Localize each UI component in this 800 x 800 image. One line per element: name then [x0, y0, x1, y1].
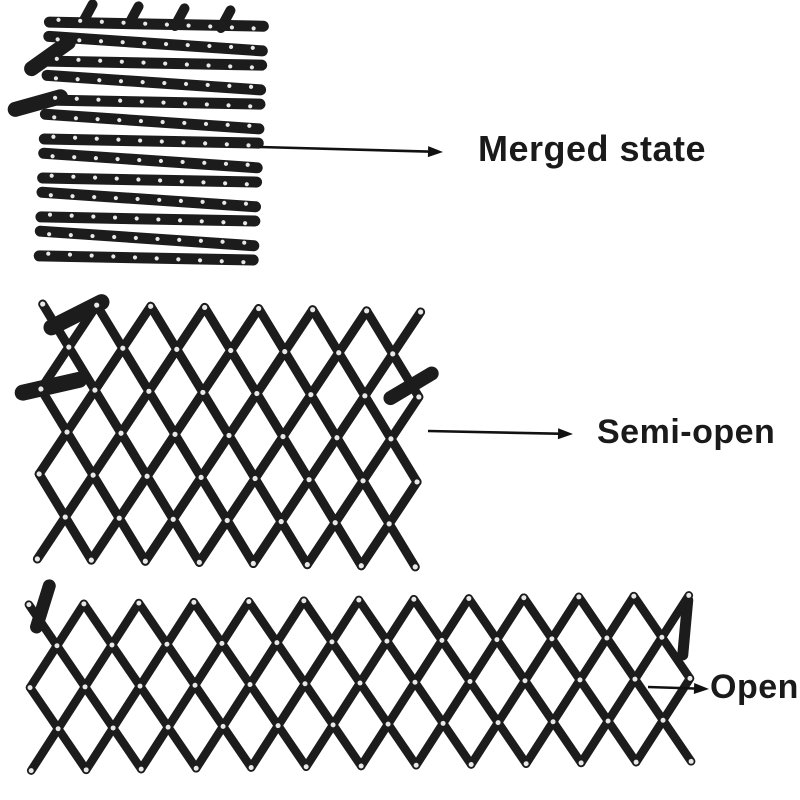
semi-open-gate-image — [14, 294, 439, 572]
merged-arrow-icon — [259, 145, 443, 158]
open-arrow-icon — [647, 683, 709, 695]
semi-open-arrow-icon — [427, 428, 573, 440]
annotation-arrows — [259, 145, 709, 695]
merged-gate-image — [7, 0, 269, 266]
merged-state-label: Merged state — [478, 128, 707, 169]
open-gate-image — [24, 579, 696, 775]
semi-open-label: Semi-open — [597, 413, 776, 451]
open-label: Open — [710, 668, 799, 706]
